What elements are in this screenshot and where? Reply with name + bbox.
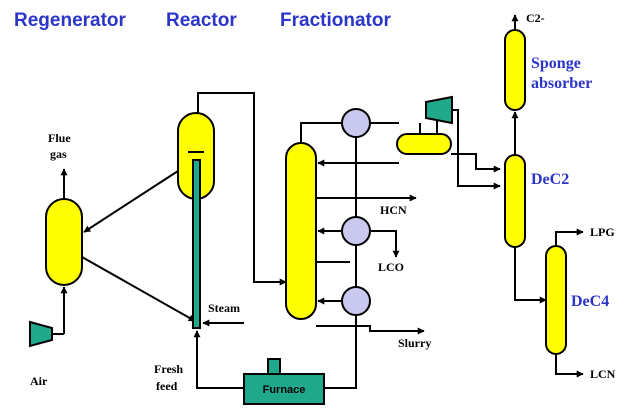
fresh-feed-line	[193, 330, 244, 389]
overhead-exchanger	[341, 108, 371, 138]
regenerator-heading: Regenerator	[14, 10, 127, 31]
lcn-label: LCN	[590, 367, 616, 381]
lpg-line	[555, 228, 584, 246]
drum-liquid-to-dec2-line	[451, 153, 501, 173]
dec4-label: DeC4	[571, 293, 609, 310]
lco-draw-line	[370, 230, 400, 258]
dec2-column	[504, 154, 526, 248]
slurry-draw-line	[316, 325, 425, 335]
dec2-bottoms-line	[514, 247, 547, 304]
overhead-drum	[396, 133, 452, 155]
fresh-label: Fresh	[154, 362, 183, 376]
sponge-label: Sponge	[531, 55, 581, 72]
absorber-label: absorber	[531, 75, 592, 92]
air-compressor-icon	[29, 320, 53, 348]
dec2-label: DeC2	[531, 171, 569, 188]
compressor-to-dec2-line	[452, 109, 501, 190]
sponge-absorber-vessel	[504, 29, 526, 111]
fractionator-heading: Fractionator	[280, 10, 391, 31]
regenerator-vessel	[45, 198, 83, 286]
c2-minus-label: C2-	[526, 11, 545, 25]
hcn-exchanger	[341, 216, 371, 246]
hcn-label: HCN	[380, 203, 407, 217]
lpg-label: LPG	[590, 225, 615, 239]
furnace-unit	[243, 358, 325, 405]
riser-pipe	[192, 159, 201, 329]
fractionator-column	[285, 142, 317, 320]
furnace-label: Furnace	[263, 384, 306, 396]
air-label: Air	[30, 374, 48, 388]
lco-exchanger	[341, 286, 371, 316]
wet-gas-compressor-icon	[425, 95, 453, 125]
gas-label: gas	[50, 147, 67, 161]
lco-label: LCO	[378, 260, 404, 274]
flue-label: Flue	[48, 131, 71, 145]
overhead-vapor-line	[300, 122, 342, 145]
spent-catalyst-line	[83, 170, 179, 233]
feed-label: feed	[156, 379, 178, 393]
regen-catalyst-line	[81, 256, 196, 322]
lcn-line	[555, 354, 584, 378]
steam-label: Steam	[208, 301, 240, 315]
reactor-heading: Reactor	[166, 10, 237, 31]
bottoms-to-furnace-line	[324, 319, 357, 389]
dec4-column	[545, 245, 567, 355]
slurry-label: Slurry	[398, 336, 431, 350]
reactor-overhead-line	[197, 92, 287, 286]
